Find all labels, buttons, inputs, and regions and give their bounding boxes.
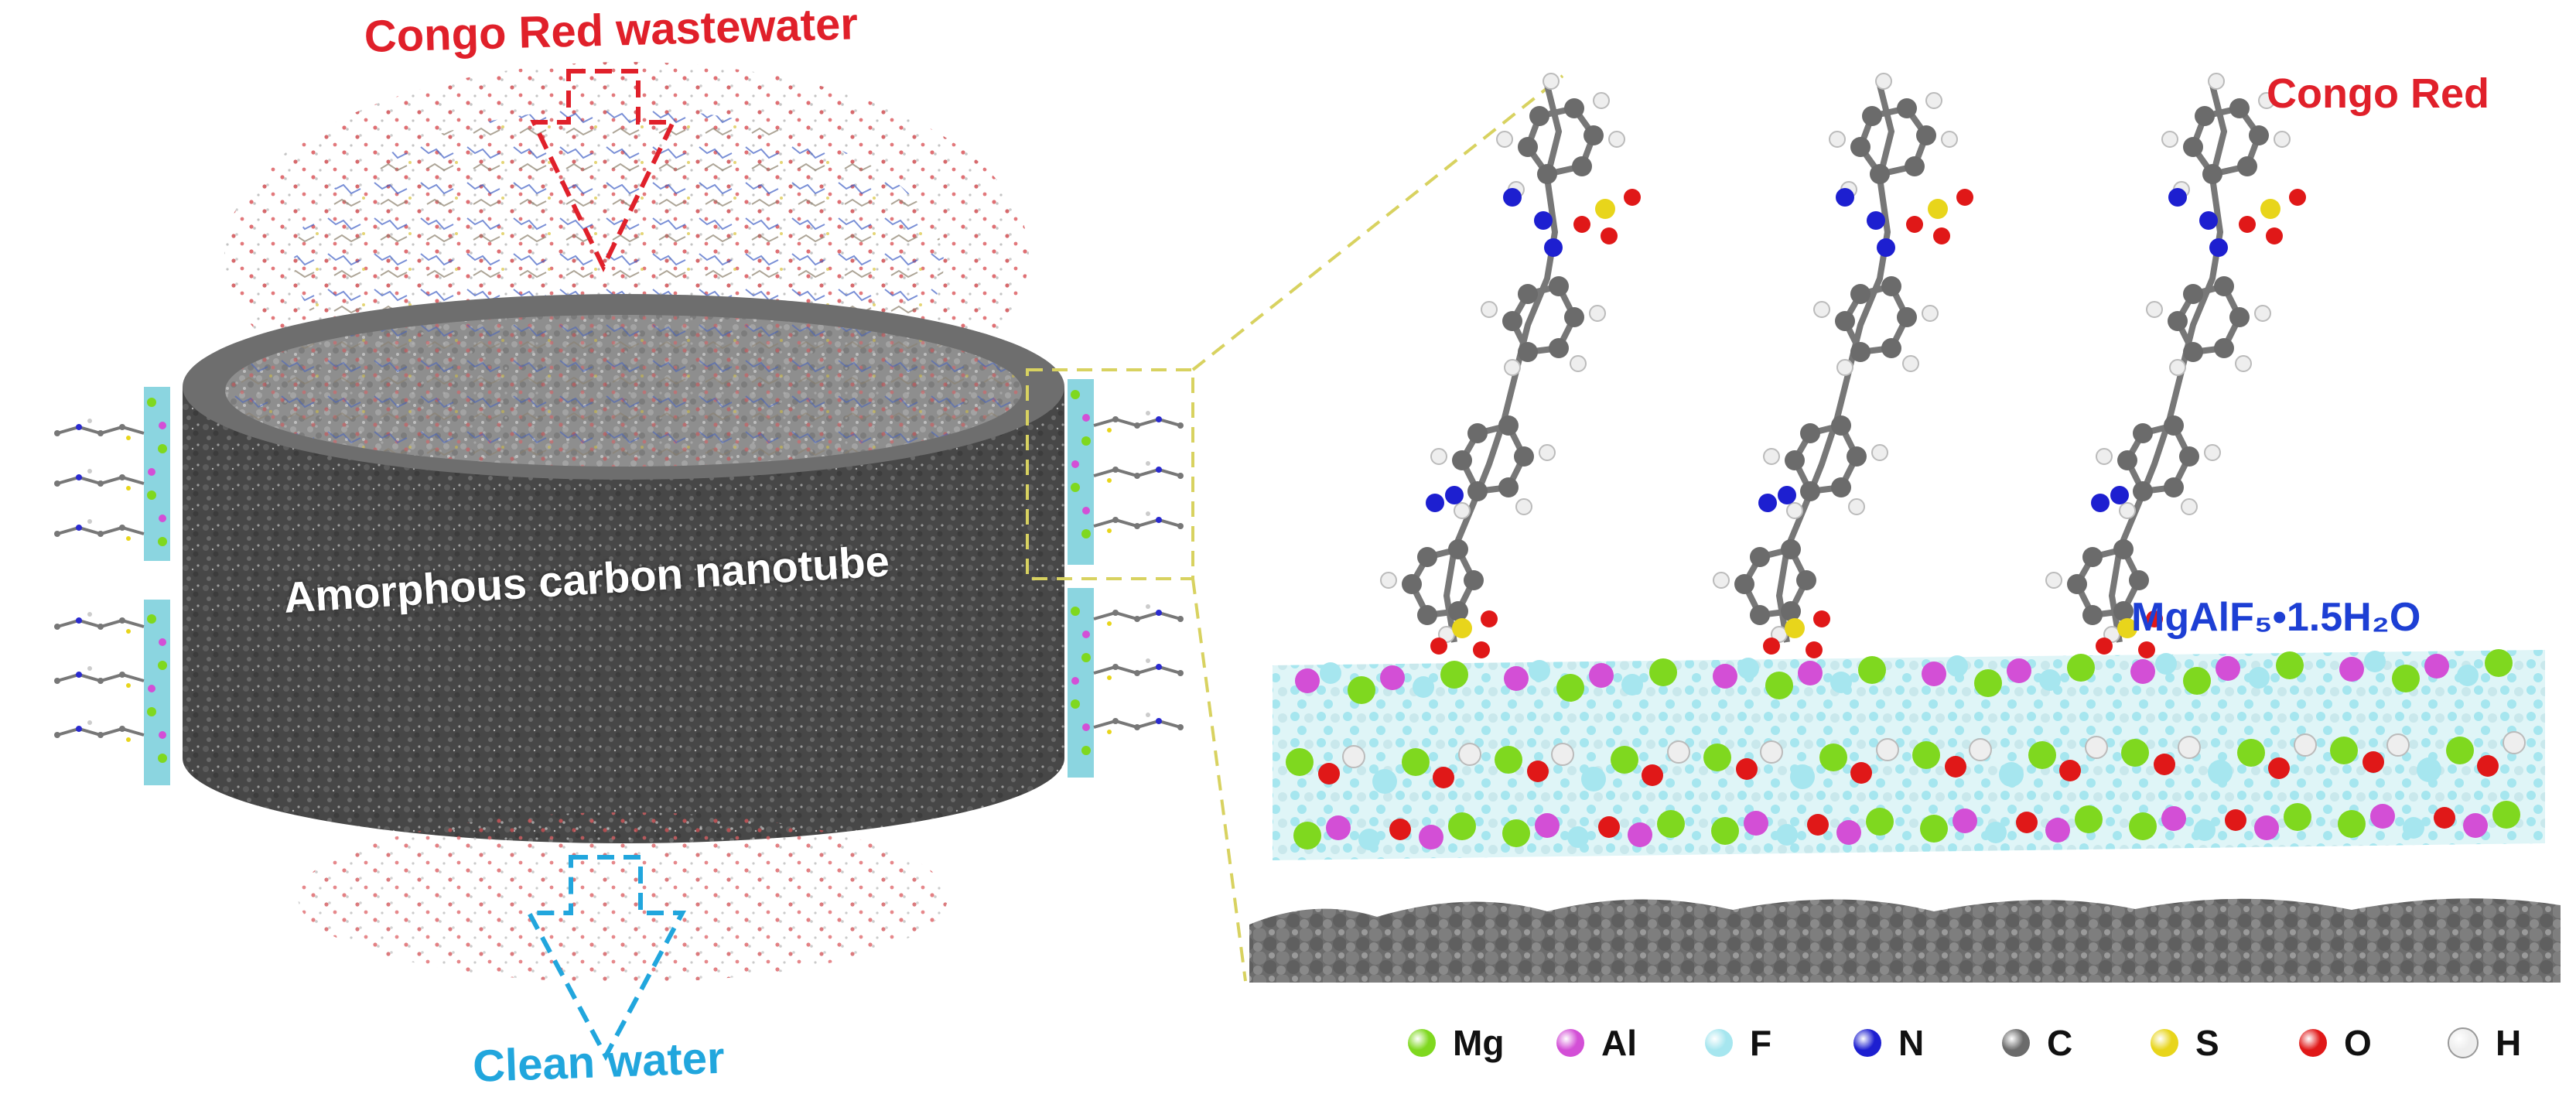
mineral-slab: [1273, 649, 2545, 860]
side-adsorbent-right: [1068, 379, 1185, 778]
legend-item-s: S: [2151, 1020, 2219, 1066]
congo-red-molecule: [1380, 73, 1641, 658]
legend-item-al: Al: [1556, 1020, 1637, 1066]
inflow-arrow: [530, 69, 677, 272]
legend-item-h: H: [2448, 1020, 2521, 1066]
legend-swatch-al: [1556, 1029, 1584, 1057]
legend-swatch-s: [2151, 1029, 2178, 1057]
legend-label: Mg: [1453, 1023, 1505, 1063]
outflow-label: Clean water: [472, 1032, 726, 1092]
legend-item-o: O: [2299, 1020, 2372, 1066]
legend-item-c: C: [2002, 1020, 2072, 1066]
side-adsorbent-left: [53, 387, 170, 785]
legend-item-f: F: [1705, 1020, 1771, 1066]
legend-label: S: [2195, 1023, 2219, 1063]
legend-label: O: [2344, 1023, 2372, 1063]
legend-label: C: [2047, 1023, 2073, 1063]
carbon-nanotube: [183, 294, 1064, 843]
outflow-arrow: [524, 855, 687, 1061]
legend-swatch-h: [2448, 1027, 2479, 1058]
legend-label: F: [1750, 1023, 1772, 1063]
legend-item-mg: Mg: [1408, 1020, 1504, 1066]
clean-water-cloud: [298, 812, 948, 983]
legend-swatch-o: [2299, 1029, 2327, 1057]
congo-red-label: Congo Red: [2267, 70, 2489, 117]
legend-swatch-mg: [1408, 1029, 1436, 1057]
legend-swatch-n: [1853, 1029, 1881, 1057]
legend-item-n: N: [1853, 1020, 1924, 1066]
legend-swatch-f: [1705, 1029, 1733, 1057]
legend-swatch-c: [2002, 1029, 2030, 1057]
carbon-substrate: [1249, 898, 2561, 983]
zoom-indicator: [1026, 74, 1564, 982]
mineral-label: MgAlF₅•1.5H₂O: [2131, 595, 2421, 640]
legend-label: Al: [1601, 1023, 1637, 1063]
legend-label: N: [1898, 1023, 1925, 1063]
legend-label: H: [2496, 1023, 2522, 1063]
